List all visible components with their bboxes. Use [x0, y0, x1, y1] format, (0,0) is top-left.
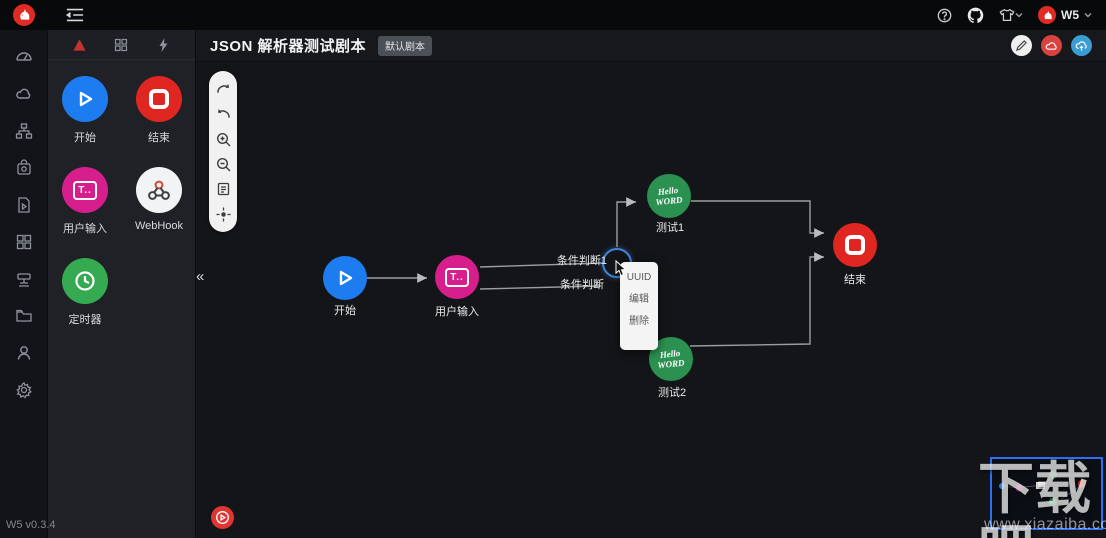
user-icon[interactable] — [15, 344, 33, 362]
collapse-palette-icon[interactable]: « — [196, 268, 205, 285]
node-label-test2: 测试2 — [658, 387, 687, 399]
palette-node-end[interactable]: 结束 — [136, 76, 182, 145]
context-menu: UUID 编辑 删除 — [620, 262, 658, 350]
cloud-icon[interactable] — [15, 85, 33, 103]
node-label-user-input: 用户输入 — [435, 306, 479, 318]
grid-tab-icon[interactable] — [108, 34, 134, 56]
palette-node-label: 定时器 — [68, 314, 102, 326]
palette-node-label: 用户输入 — [63, 223, 107, 235]
avatar-unicorn-icon — [1038, 6, 1056, 24]
default-playbook-badge: 默认剧本 — [378, 35, 433, 56]
end-node-icon — [833, 223, 877, 267]
user-input-node-icon: T.. — [62, 167, 108, 213]
context-menu-item-edit[interactable]: 编辑 — [629, 294, 649, 305]
end-node-icon — [136, 76, 182, 122]
user-menu[interactable]: W5 — [1038, 6, 1092, 24]
chevron-down-icon — [1015, 13, 1023, 18]
redo-icon[interactable] — [214, 80, 232, 98]
palette-node-label: 开始 — [74, 132, 96, 144]
canvas-header: JSON 解析器测试剧本 默认剧本 — [196, 30, 1106, 62]
flow-node-end[interactable] — [833, 223, 877, 267]
node-label-condition1: 条件判断1 — [556, 255, 607, 267]
run-playbook-button[interactable] — [211, 506, 234, 529]
node-label-condition2: 条件判断 — [560, 279, 604, 291]
node-palette: 开始 结束 T.. 用户输入 WebHook — [48, 30, 196, 538]
undo-icon[interactable] — [214, 105, 232, 123]
center-focus-icon[interactable] — [214, 205, 232, 223]
start-node-icon — [323, 256, 367, 300]
flow-node-user-input[interactable]: T.. — [435, 255, 479, 299]
webhook-node-icon — [135, 167, 182, 213]
mouse-cursor-icon — [615, 260, 627, 277]
zoom-out-icon[interactable] — [214, 155, 232, 173]
palette-node-timer[interactable]: 定时器 — [62, 258, 108, 327]
context-menu-item-delete[interactable]: 删除 — [629, 316, 649, 327]
context-menu-item-uuid[interactable]: UUID — [626, 272, 652, 283]
node-label-test1: 测试1 — [656, 222, 685, 234]
gear-icon[interactable] — [15, 381, 33, 399]
lightning-tab-icon[interactable] — [151, 34, 177, 56]
icon-sidebar — [0, 30, 48, 538]
chevron-down-icon — [1084, 13, 1092, 18]
timer-node-icon — [62, 258, 108, 304]
minimap-graph — [999, 471, 1086, 506]
server-icon[interactable] — [15, 270, 33, 288]
top-bar: W5 — [0, 0, 1106, 30]
sitemap-icon[interactable] — [15, 122, 33, 140]
palette-node-label: WebHook — [134, 220, 184, 232]
minimap[interactable] — [990, 457, 1103, 530]
palette-node-start[interactable]: 开始 — [62, 76, 108, 145]
cloud-upload-button[interactable] — [1071, 35, 1092, 56]
github-icon[interactable] — [967, 7, 984, 24]
palette-node-label: 结束 — [148, 132, 170, 144]
topbar-right: W5 — [937, 6, 1106, 24]
folder-icon[interactable] — [15, 307, 33, 325]
fit-page-icon[interactable] — [214, 180, 232, 198]
apps-grid-icon[interactable] — [15, 233, 33, 251]
user-label: W5 — [1061, 8, 1079, 22]
flow-node-start[interactable] — [323, 256, 367, 300]
user-input-node-icon: T.. — [435, 255, 479, 299]
version-label: W5 v0.3.4 — [6, 519, 56, 531]
palette-grid: 开始 结束 T.. 用户输入 WebHook — [48, 60, 195, 327]
canvas-column: JSON 解析器测试剧本 默认剧本 — [196, 30, 1106, 538]
palette-node-webhook[interactable]: WebHook — [135, 167, 183, 236]
file-play-icon[interactable] — [15, 196, 33, 214]
start-node-icon — [62, 76, 108, 122]
main-row: 开始 结束 T.. 用户输入 WebHook — [0, 30, 1106, 538]
canvas-toolbar — [209, 71, 237, 232]
zoom-in-icon[interactable] — [214, 130, 232, 148]
node-label-start: 开始 — [334, 305, 356, 317]
edit-button[interactable] — [1011, 35, 1032, 56]
palette-node-user-input[interactable]: T.. 用户输入 — [62, 167, 108, 236]
apps-tab-icon[interactable] — [66, 34, 92, 56]
cloud-red-button[interactable] — [1041, 35, 1062, 56]
help-icon[interactable] — [937, 8, 952, 23]
logo-cell — [0, 4, 48, 26]
page-title: JSON 解析器测试剧本 — [210, 38, 367, 55]
node-label-end: 结束 — [844, 274, 866, 286]
connector-lines — [367, 197, 824, 347]
palette-tabs — [48, 30, 195, 60]
menu-fold-icon[interactable] — [66, 7, 84, 23]
unicorn-logo-icon[interactable] — [13, 4, 35, 26]
theme-icon[interactable] — [999, 8, 1023, 22]
dashboard-icon[interactable] — [15, 48, 33, 66]
header-actions — [1011, 35, 1092, 56]
app-box-icon[interactable] — [15, 159, 33, 177]
